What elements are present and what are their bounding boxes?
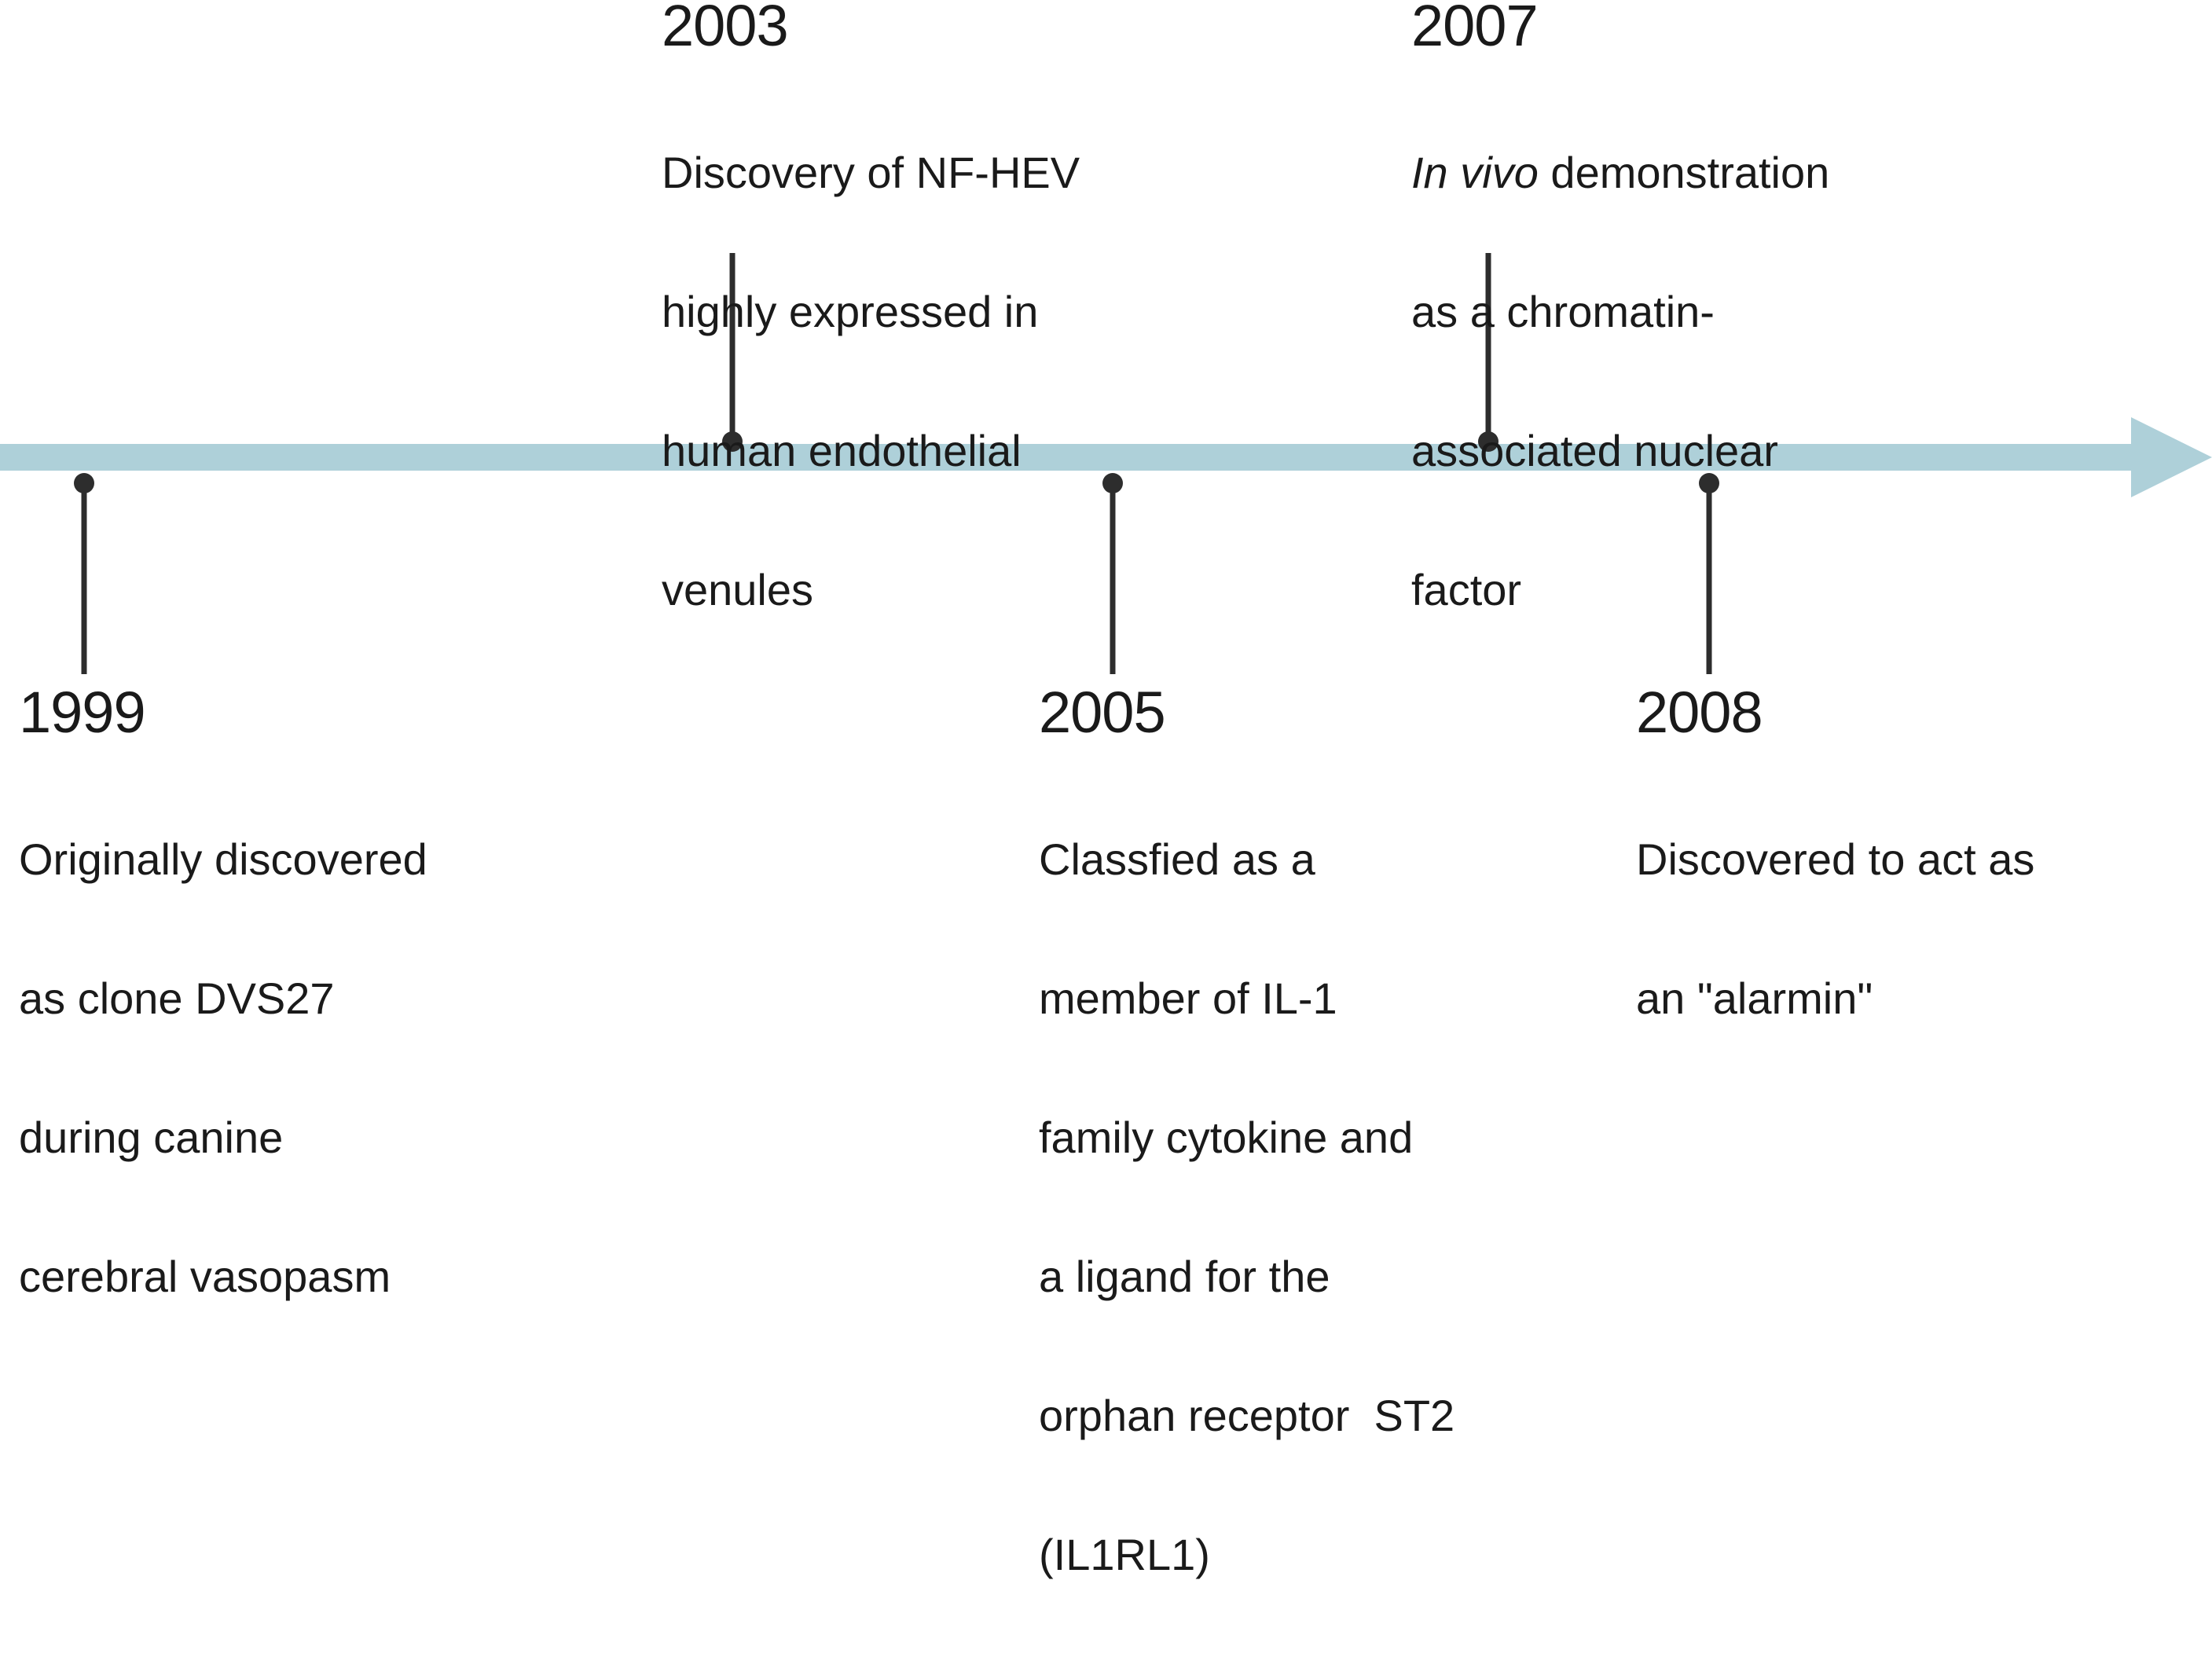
event-description-line: as a chromatin- <box>1411 287 1715 336</box>
event-description-line: member of IL-1 <box>1039 974 1337 1023</box>
event-year: 2003 <box>662 0 789 58</box>
event-2008: 2008 Discovered to act as an "alarmin" <box>1636 682 2034 1114</box>
event-description-line: Discovered to act as <box>1636 834 2035 884</box>
event-year: 2007 <box>1411 0 1539 58</box>
event-description-line: factor <box>1411 565 1522 614</box>
event-year: 1999 <box>19 680 146 745</box>
event-description: Classfied as a member of IL-1 family cyt… <box>1039 743 1454 1670</box>
event-description: In vivo demonstration as a chromatin- as… <box>1411 57 1829 706</box>
event-description-line: orphan receptor ST2 <box>1039 1391 1455 1440</box>
event-description-line: associated nuclear <box>1411 426 1778 475</box>
event-description-line-rest: demonstration <box>1538 148 1830 197</box>
italic-prefix: In vivo <box>1411 148 1539 197</box>
event-1999: 1999 Originally discovered as clone DVS2… <box>19 682 427 1392</box>
marker-dot-2007 <box>1478 431 1499 452</box>
event-description-line: highly expressed in <box>662 287 1039 336</box>
event-2003: 2003 Discovery of NF-HEV highly expresse… <box>662 0 1080 706</box>
event-description-line: Originally discovered <box>19 834 427 884</box>
event-description: Discovered to act as an "alarmin" <box>1636 743 2034 1114</box>
marker-dot-2005 <box>1102 473 1123 493</box>
event-2005: 2005 Classfied as a member of IL-1 famil… <box>1039 682 1454 1670</box>
timeline-diagram <box>0 253 2212 674</box>
marker-dot-1999 <box>74 473 94 493</box>
event-description-line: (IL1RL1) <box>1039 1530 1210 1579</box>
event-description-line: family cytokine and <box>1039 1113 1414 1162</box>
event-description-line: venules <box>662 565 814 614</box>
event-description-line: Classfied as a <box>1039 834 1315 884</box>
event-description-line: an "alarmin" <box>1636 974 1873 1023</box>
event-description-line: a ligand for the <box>1039 1252 1330 1301</box>
event-year: 2008 <box>1636 680 1763 745</box>
event-2007: 2007 In vivo demonstration as a chromati… <box>1411 0 1829 706</box>
event-description-line: cerebral vasopasm <box>19 1252 391 1301</box>
event-description-line: human endothelial <box>662 426 1022 475</box>
event-description-line: during canine <box>19 1113 284 1162</box>
event-description-line: In vivo demonstration <box>1411 149 1829 196</box>
marker-dot-2003 <box>722 431 743 452</box>
event-year: 2005 <box>1039 680 1166 745</box>
marker-dot-2008 <box>1699 473 1719 493</box>
event-description: Originally discovered as clone DVS27 dur… <box>19 743 427 1392</box>
event-description-line: Discovery of NF-HEV <box>662 148 1080 197</box>
event-description: Discovery of NF-HEV highly expressed in … <box>662 57 1080 706</box>
event-description-line: as clone DVS27 <box>19 974 335 1023</box>
timeline-arrow-head <box>2131 417 2212 497</box>
timeline-axis <box>0 444 2145 471</box>
